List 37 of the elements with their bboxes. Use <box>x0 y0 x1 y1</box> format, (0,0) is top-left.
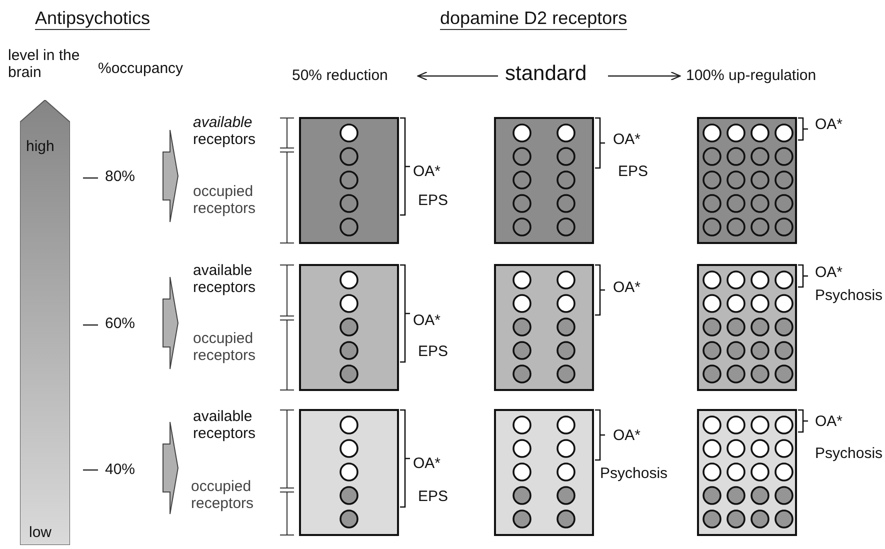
percent-label: 40% <box>105 461 136 478</box>
axis-label: level in the brain <box>8 47 81 82</box>
bracket-label: OA* <box>413 312 441 330</box>
bracket-label: OA* <box>413 163 441 180</box>
bracket-label: OA* <box>815 264 843 282</box>
scale-label: low <box>29 524 52 542</box>
bracket-label: EPS <box>418 192 448 210</box>
percent-label: 80% <box>105 168 136 186</box>
column-heading: standard <box>505 62 587 86</box>
receptor-label: occupied receptors <box>191 478 255 512</box>
receptor-label: available receptors <box>193 114 257 148</box>
percent-label: 60% <box>105 315 136 332</box>
bracket-label: OA* <box>613 279 641 296</box>
axis-label: %occupancy <box>98 60 184 78</box>
bracket-label: OA* <box>613 131 641 148</box>
bracket-label: OA* <box>413 455 441 472</box>
bracket-label: Psychosis <box>815 287 883 304</box>
bracket-label: OA* <box>815 413 843 430</box>
receptor-label: occupied receptors <box>193 183 257 218</box>
receptor-label: occupied receptors <box>193 330 257 364</box>
bracket-label: EPS <box>418 488 448 506</box>
receptor-label: available receptors <box>193 262 257 296</box>
level-arrow <box>20 100 70 545</box>
bracket-label: EPS <box>418 343 448 360</box>
arrow <box>608 71 681 81</box>
bracket-label: OA* <box>815 116 843 134</box>
scale-label: high <box>26 138 54 156</box>
bracket-label: EPS <box>618 163 648 180</box>
bracket-label: Psychosis <box>815 445 883 462</box>
column-heading: 50% reduction <box>292 67 388 84</box>
heading: dopamine D2 receptors <box>440 8 628 30</box>
receptor-label: available receptors <box>193 408 257 442</box>
column-heading: 100% up-regulation <box>686 67 816 84</box>
bracket-label: OA* <box>613 427 641 444</box>
bracket-label: Psychosis <box>600 465 668 482</box>
arrow <box>417 71 498 81</box>
heading: Antipsychotics <box>35 8 150 30</box>
